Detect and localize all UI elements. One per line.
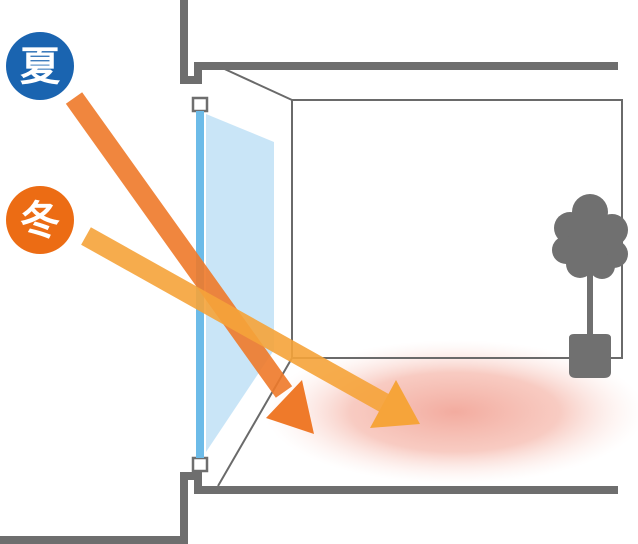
summer-ray-arrowhead [266,380,314,434]
window-frame-bottom [191,456,209,473]
winter-ray-arrowhead [370,380,420,428]
summer-sun-ray [65,92,314,434]
ceiling-slab [180,0,618,84]
room-ceiling-edge [217,65,293,101]
potted-tree-icon [552,194,628,378]
summer-badge: 夏 [6,32,74,100]
summer-label: 夏 [20,44,61,90]
window-frame-top [191,96,209,113]
floor-sunlight-glow [265,340,638,484]
floor-slab [0,472,618,544]
winter-sun-ray [81,227,420,428]
winter-label: 冬 [20,198,60,244]
winter-badge: 冬 [6,186,74,254]
